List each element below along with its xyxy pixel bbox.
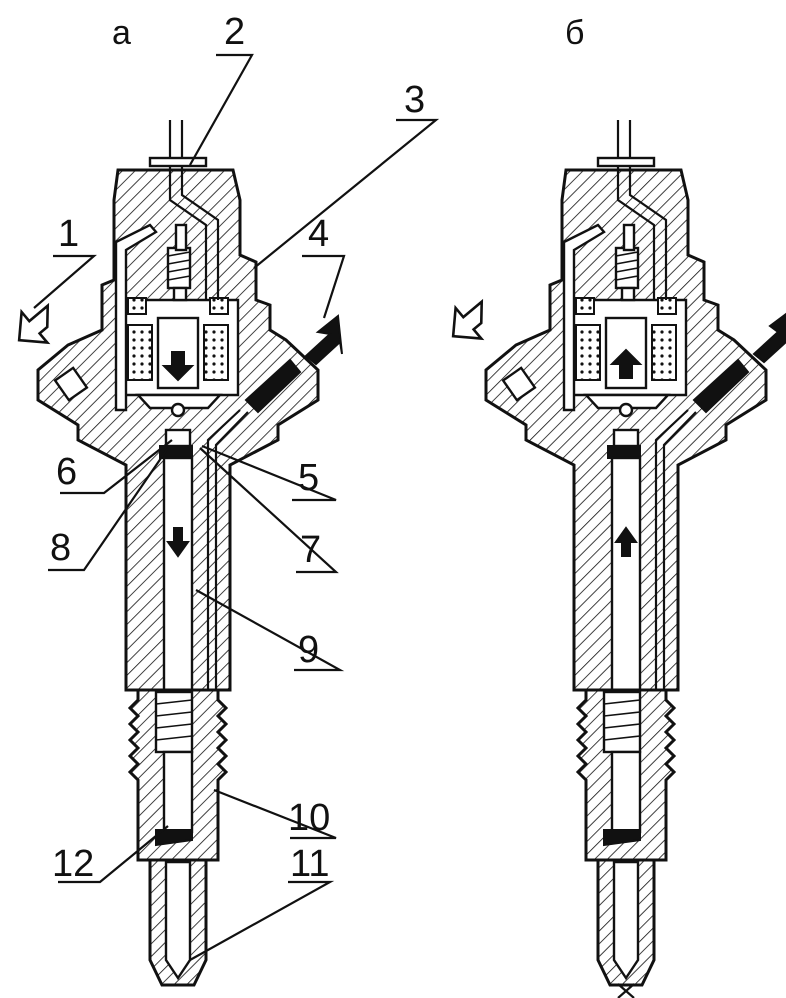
- callout-6: 6: [56, 451, 77, 493]
- callout-9: 9: [298, 629, 319, 671]
- callout-5: 5: [298, 457, 319, 499]
- callout-12: 12: [52, 843, 94, 885]
- callout-4: 4: [308, 213, 329, 255]
- fuel-inlet-arrow-icon: [752, 312, 786, 364]
- callout-2: 2: [224, 11, 245, 53]
- leader-lines: [33, 53, 440, 961]
- callout-11: 11: [290, 843, 329, 885]
- panel-label-a: а: [112, 14, 131, 52]
- down-arrow-icon: [166, 527, 190, 558]
- panel-label-b: б: [565, 14, 584, 52]
- callout-7: 7: [300, 529, 321, 571]
- return-outlet-arrow-icon: [17, 302, 51, 345]
- callout-8: 8: [50, 527, 71, 569]
- callout-3: 3: [404, 79, 425, 121]
- callout-10: 10: [288, 797, 330, 839]
- injector-panel-b: [484, 118, 768, 998]
- fuel-inlet-arrow-icon: [304, 314, 343, 366]
- down-arrow-icon: [161, 351, 195, 382]
- return-outlet-arrow-icon: [451, 298, 485, 341]
- up-arrow-icon: [609, 348, 643, 379]
- up-arrow-icon: [614, 526, 638, 557]
- injector-panel-a: [36, 118, 320, 987]
- callout-1: 1: [58, 213, 79, 255]
